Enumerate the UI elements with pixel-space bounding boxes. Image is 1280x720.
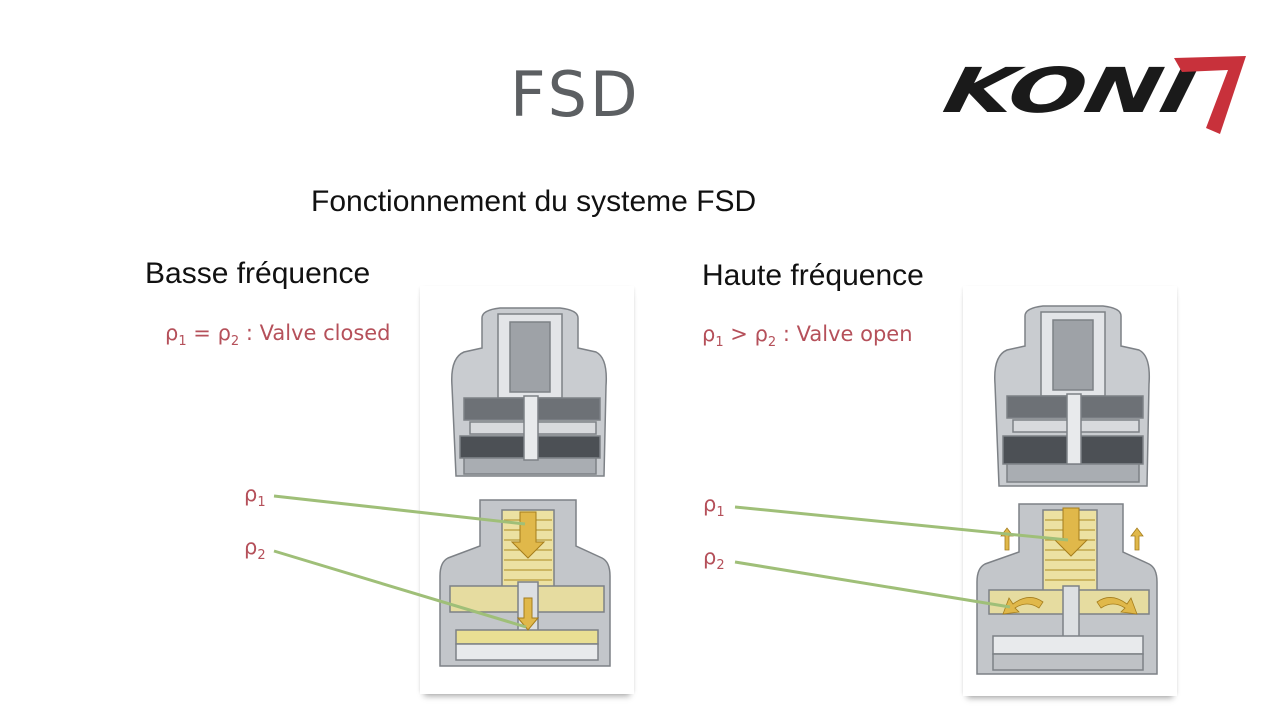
- right-valve-panel: [963, 286, 1177, 696]
- valve-cap-upper: [451, 307, 608, 477]
- left-valve-panel: [420, 286, 634, 694]
- flow-arrow-up-right: [1130, 527, 1144, 551]
- left-p1-label: ρ1: [244, 482, 266, 511]
- flow-arrow-curl-right: [1096, 597, 1138, 615]
- right-p2-label: ρ2: [703, 545, 725, 574]
- flow-arrow-up-left: [1000, 527, 1014, 551]
- right-valve-illustration: [976, 305, 1158, 675]
- left-p2-label: ρ2: [244, 535, 266, 564]
- right-p1-label: ρ1: [703, 492, 725, 521]
- logo-text: KONI: [938, 55, 1203, 127]
- koni-logo: KONI: [938, 55, 1246, 134]
- right-heading: Haute fréquence: [702, 259, 924, 292]
- valve-chamber-lower: [976, 503, 1158, 675]
- logo-swoosh-icon: [1174, 56, 1246, 134]
- right-condition: ρ1 > ρ2 : Valve open: [702, 322, 913, 351]
- left-valve-illustration: [439, 307, 611, 667]
- flow-arrow-curl-left: [1002, 597, 1044, 615]
- left-heading: Basse fréquence: [145, 257, 371, 290]
- left-condition: ρ1 = ρ2 : Valve closed: [165, 321, 391, 350]
- slide-subtitle: Fonctionnement du systeme FSD: [311, 185, 757, 218]
- slide-title: FSD: [510, 58, 641, 131]
- valve-cap-upper: [994, 305, 1151, 487]
